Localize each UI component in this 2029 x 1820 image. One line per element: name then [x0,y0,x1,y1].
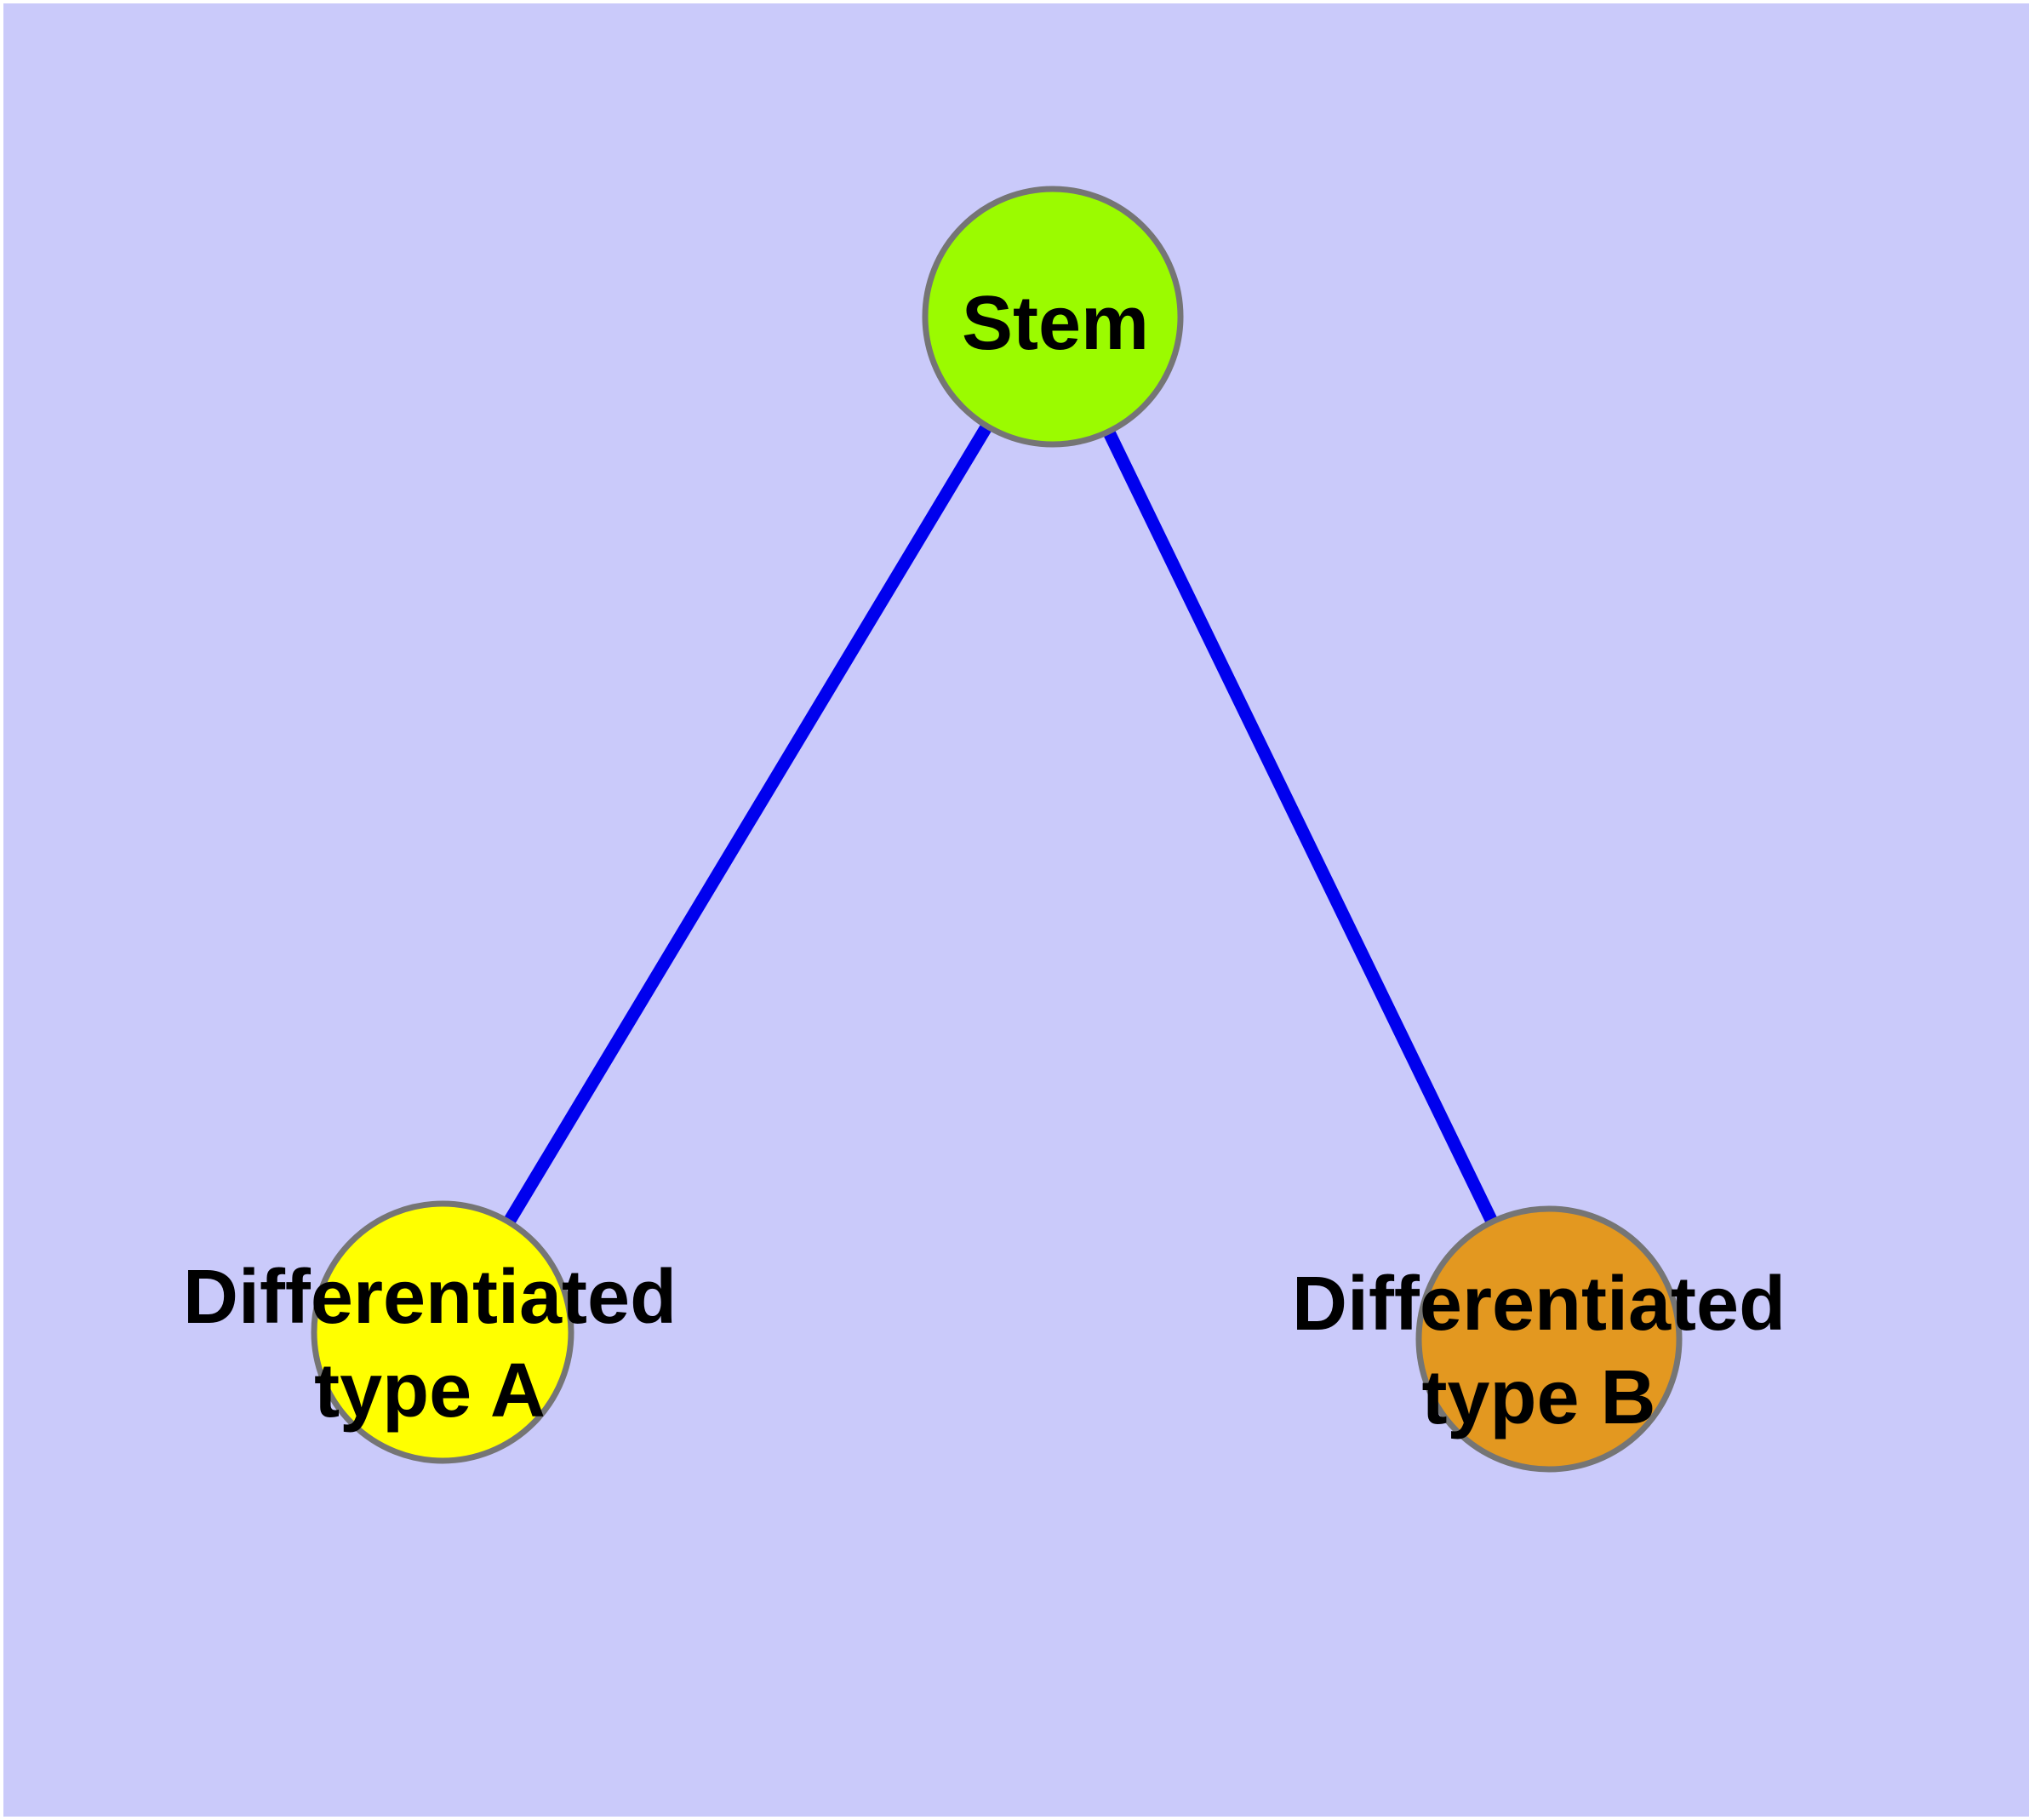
node-differentiated-type-a [311,1200,574,1464]
edge-stem-to-type-a [437,313,1059,1336]
edge-stem-to-type-b [1047,313,1555,1342]
graph-svg [311,186,1683,1473]
node-stem [922,186,1184,448]
node-differentiated-type-b [1415,1205,1683,1473]
